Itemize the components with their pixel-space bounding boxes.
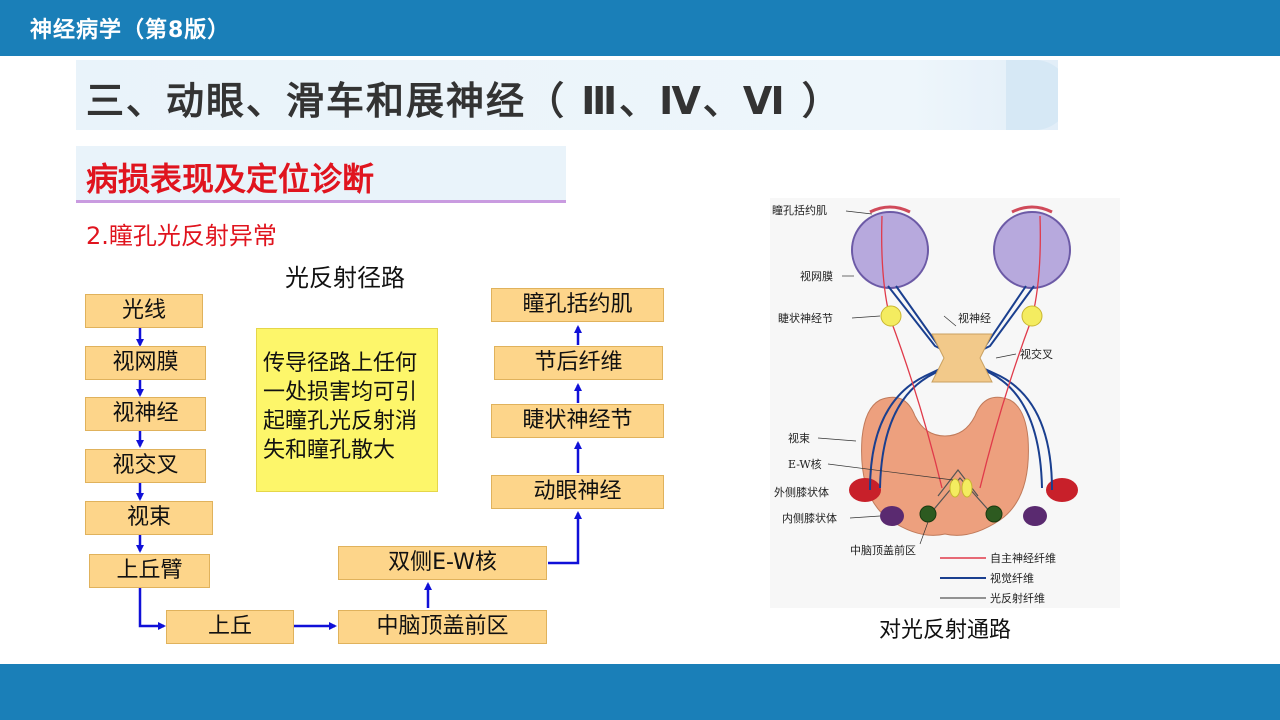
- section-band: 病损表现及定位诊断: [76, 146, 566, 203]
- title-band-tail: [1006, 60, 1058, 130]
- footer-bar: [0, 664, 1280, 720]
- ciliary-ganglion-left: [880, 305, 902, 327]
- lgb-right: [1046, 478, 1078, 502]
- figure-caption: 对光反射通路: [878, 618, 1011, 643]
- ew-nucleus-right: [961, 478, 973, 498]
- pretectal-left: [919, 505, 937, 523]
- light-reflex-figure: 瞳孔括约肌 视网膜 睫状神经节 视神经 视交叉 视束 E-W核 外侧膝状体 内侧…: [770, 198, 1120, 608]
- legend-label-autonomic: 自主神经纤维: [990, 551, 1056, 565]
- box-sphincter: 瞳孔括约肌: [491, 288, 664, 322]
- label-sphincter: 瞳孔括约肌: [772, 203, 827, 217]
- pretectal-right: [985, 505, 1003, 523]
- arrow-ew-oculomotor: [548, 511, 582, 565]
- note-box: 传导径路上任何一处损害均可引起瞳孔光反射消失和瞳孔散大: [256, 328, 438, 492]
- ciliary-ganglion-right: [1021, 305, 1043, 327]
- ew-nucleus-left: [949, 478, 961, 498]
- legend-label-reflex: 光反射纤维: [990, 591, 1045, 605]
- leader-lines: [817, 210, 1017, 545]
- box-light: 光线: [85, 294, 203, 328]
- eye-right: [993, 211, 1071, 289]
- label-ciliary-ganglion: 睫状神经节: [778, 311, 833, 325]
- mgb-left: [880, 506, 904, 526]
- book-title: 神经病学（第8版）: [30, 18, 231, 43]
- box-ew-nucleus: 双侧E-W核: [338, 546, 547, 580]
- box-pretectal-area: 中脑顶盖前区: [338, 610, 547, 644]
- mgb-right: [1023, 506, 1047, 526]
- iris-left: [869, 205, 911, 214]
- label-ew-nucleus: E-W核: [788, 457, 822, 471]
- box-ciliary-ganglion: 睫状神经节: [491, 404, 664, 438]
- iris-right: [1011, 205, 1053, 214]
- box-postganglionic-fibers: 节后纤维: [494, 346, 663, 380]
- box-brachium: 上丘臂: [89, 554, 210, 588]
- visual-fibers: [869, 285, 1053, 491]
- box-optic-nerve: 视神经: [85, 397, 206, 431]
- box-superior-colliculus: 上丘: [166, 610, 294, 644]
- figure-legend: 自主神经纤维 视觉纤维 光反射纤维: [940, 551, 1056, 605]
- label-pretectal: 中脑顶盖前区: [850, 543, 916, 557]
- label-optic-nerve: 视神经: [958, 311, 991, 325]
- section-heading: 病损表现及定位诊断: [86, 160, 375, 198]
- title-band: 三、动眼、滑车和展神经（ Ⅲ、Ⅳ、Ⅵ ）: [76, 60, 1058, 130]
- label-mgb: 内侧膝状体: [782, 511, 837, 525]
- label-retina: 视网膜: [800, 269, 833, 283]
- label-optic-tract: 视束: [788, 431, 810, 445]
- optic-chiasm: [931, 333, 993, 383]
- label-lgb: 外侧膝状体: [774, 485, 829, 499]
- box-optic-chiasm: 视交叉: [85, 449, 206, 483]
- header-bar: 神经病学（第8版）: [0, 0, 1280, 56]
- diagram-title: 光反射径路: [285, 264, 405, 292]
- slide-title: 三、动眼、滑车和展神经（ Ⅲ、Ⅳ、Ⅵ ）: [86, 79, 842, 123]
- box-oculomotor-nerve: 动眼神经: [491, 475, 664, 509]
- legend-label-visual: 视觉纤维: [990, 571, 1034, 585]
- lgb-left: [849, 478, 881, 502]
- subtitle: 2.瞳孔光反射异常: [86, 222, 277, 250]
- box-optic-tract: 视束: [85, 501, 213, 535]
- eye-left: [851, 211, 929, 289]
- box-retina: 视网膜: [85, 346, 206, 380]
- arrow-arm-colliculus: [138, 588, 166, 630]
- label-optic-chiasm: 视交叉: [1020, 347, 1053, 361]
